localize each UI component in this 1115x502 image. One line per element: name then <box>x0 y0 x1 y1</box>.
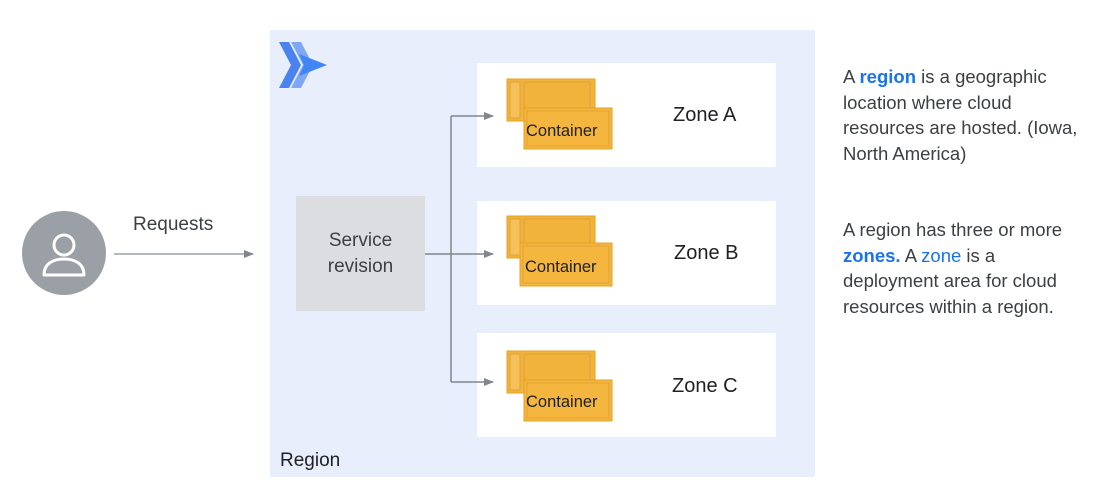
text-segment: is a geographic location where cloud res… <box>843 66 1078 164</box>
user-avatar-icon <box>22 211 106 295</box>
text-segment: A <box>900 244 922 266</box>
cloud-run-logo-icon <box>279 42 327 88</box>
text-segment: is a deployment area for cloud resources… <box>843 244 1057 317</box>
service-revision-box: Service revision <box>296 196 425 311</box>
service-revision-label: Service revision <box>327 229 394 277</box>
zone-term: zone <box>921 244 962 266</box>
requests-label: Requests <box>133 214 214 235</box>
container-icon-c <box>506 350 613 422</box>
container-label-b: Container <box>525 258 597 276</box>
text-segment: A region has three or more <box>843 219 1063 240</box>
container-icon-b <box>506 215 613 287</box>
container-icon-a <box>506 78 613 150</box>
region-label: Region <box>280 450 341 471</box>
region-definition-text: A region is a geographic location where … <box>843 64 1093 166</box>
zone-a-label: Zone A <box>673 104 737 126</box>
zone-b-label: Zone B <box>674 242 739 264</box>
container-label-c: Container <box>526 393 598 411</box>
zone-c-label: Zone C <box>672 375 738 397</box>
container-label-a: Container <box>526 122 598 140</box>
text-segment: A <box>843 66 860 87</box>
zones-term: zones. <box>843 244 901 266</box>
zone-definition-text: A region has three or more zones. A zone… <box>843 217 1093 319</box>
region-term: region <box>859 66 916 87</box>
